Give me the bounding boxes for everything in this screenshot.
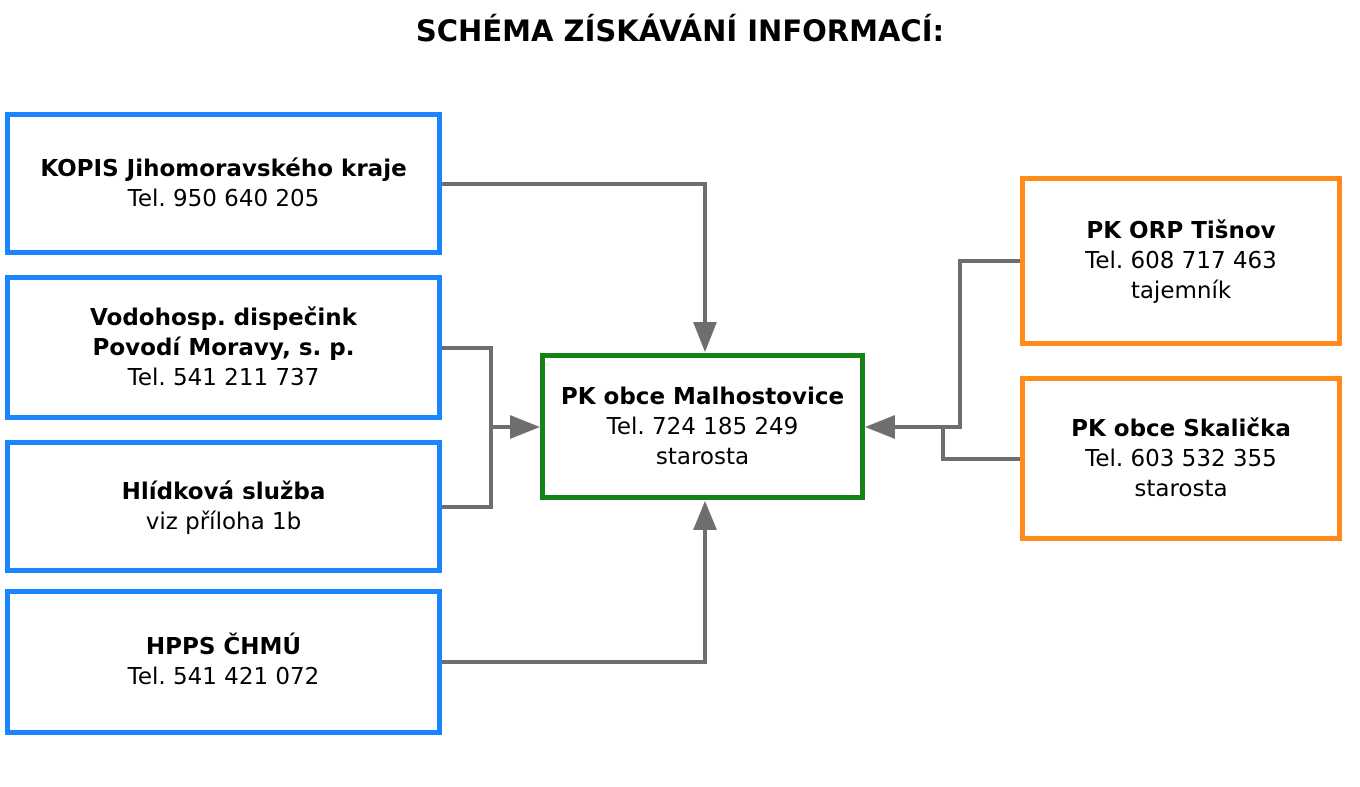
arrow-right-into-center [510,415,540,439]
arrow-down-into-center [693,322,717,352]
node-skal-role: starosta [1134,475,1228,502]
node-hlid-name: Hlídková služba [121,478,326,505]
node-vodo-name-line1: Vodohosp. dispečink [90,304,357,331]
node-orp-phone: Tel. 608 717 463 [1085,248,1277,274]
node-hpps-chmu: HPPS ČHMÚ Tel. 541 421 072 [5,589,442,735]
node-skal-phone: Tel. 603 532 355 [1085,445,1277,472]
edge-hlid-to-merge [442,427,493,509]
node-orp-role: tajemník [1130,278,1232,304]
node-pk-obce-skalicka: PK obce Skalička Tel. 603 532 355 staros… [1020,376,1342,541]
node-hpps-phone: Tel. 541 421 072 [127,664,320,690]
arrow-left-into-center [865,415,895,439]
edge-hpps-to-center [442,526,707,664]
node-center-name: PK obce Malhostovice [560,383,845,410]
node-orp-name: PK ORP Tišnov [1086,218,1276,244]
arrow-up-into-center [693,501,717,530]
node-center-phone: Tel. 724 185 249 [606,413,799,440]
edge-orp-to-center [890,259,1020,429]
node-kopis-name: KOPIS Jihomoravského kraje [40,155,407,182]
node-hlidkova-sluzba: Hlídková služba viz příloha 1b [5,440,442,573]
edge-skal-to-center [941,427,1020,461]
node-pk-obce-malhostovice: PK obce Malhostovice Tel. 724 185 249 st… [540,353,865,500]
edge-kopis-to-center [442,182,707,328]
node-skal-name: PK obce Skalička [1071,415,1291,442]
node-vodo-phone: Tel. 541 211 737 [127,364,320,391]
node-hpps-name: HPPS ČHMÚ [145,634,302,660]
node-hlid-note: viz příloha 1b [145,508,302,535]
node-vodohosp-dispecink: Vodohosp. dispečink Povodí Moravy, s. p.… [5,275,442,420]
node-pk-orp-tisnov: PK ORP Tišnov Tel. 608 717 463 tajemník [1020,176,1342,346]
node-vodo-name-line2: Povodí Moravy, s. p. [92,334,355,361]
node-kopis: KOPIS Jihomoravského kraje Tel. 950 640 … [5,112,442,255]
diagram-title: SCHÉMA ZÍSKÁVÁNÍ INFORMACÍ: [415,14,945,48]
node-center-role: starosta [655,443,750,470]
node-kopis-phone: Tel. 950 640 205 [127,185,320,212]
edge-vodo-to-merge [442,346,493,427]
